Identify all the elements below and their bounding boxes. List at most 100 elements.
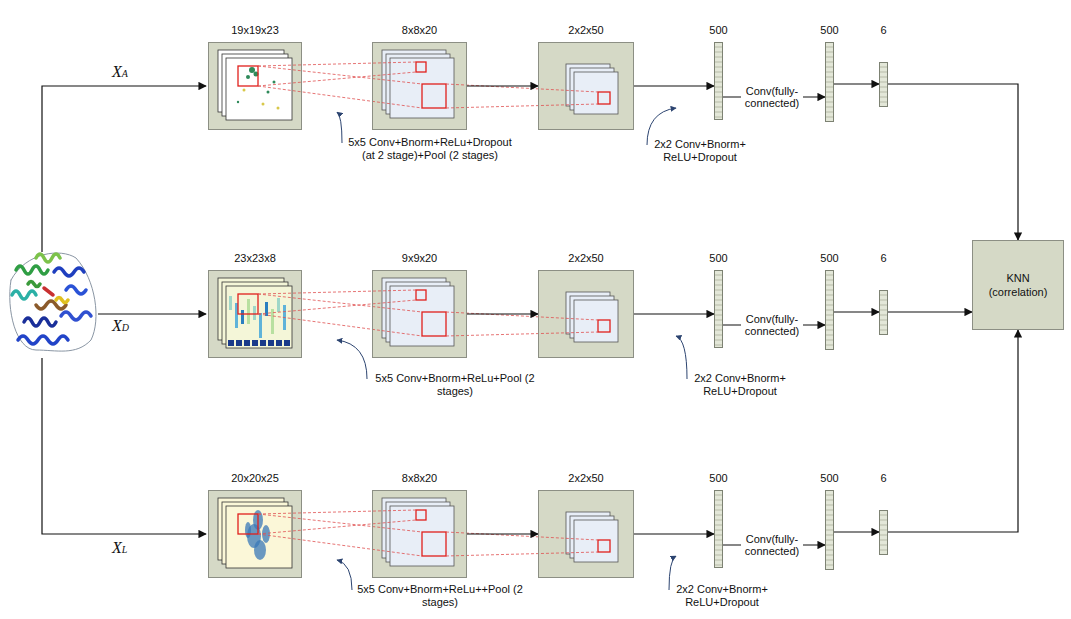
- projection-line: [258, 300, 416, 314]
- feature-map-drawing: [372, 270, 467, 358]
- dimension-label: 2x2x50: [568, 252, 603, 265]
- layer-annotation: 5x5 Conv+Bnorm+ReLu++Pool (2 stages): [355, 583, 525, 609]
- vector-cell: [714, 515, 723, 516]
- vector-cell: [879, 310, 888, 311]
- vector-cell: [714, 520, 723, 521]
- flow-arrow: [634, 533, 714, 534]
- heatmap-bar: [241, 310, 244, 324]
- vector-cell: [825, 540, 834, 541]
- projection-line: [258, 294, 422, 312]
- panel-fill: [208, 490, 302, 578]
- panel-fill: [372, 270, 467, 358]
- flow-arrow: [634, 313, 714, 314]
- vector-cell: [879, 315, 888, 316]
- feature-vector-drawing: [825, 270, 834, 350]
- vector-cell: [825, 62, 834, 63]
- feature-vector-drawing: [714, 270, 723, 348]
- projection-line: [446, 104, 598, 108]
- projection-line: [258, 290, 416, 294]
- receptive-field: [238, 294, 258, 314]
- vector-cell: [714, 77, 723, 78]
- vector-cell: [879, 545, 888, 546]
- edge-label: Conv(fully- connected): [741, 84, 803, 110]
- input-arrows: [98, 313, 206, 314]
- heatmap-bar: [229, 296, 232, 310]
- heatmap-strip: [236, 340, 242, 346]
- flow-arrow: [888, 84, 1018, 240]
- vector-cell: [825, 117, 834, 118]
- vector-cell: [825, 320, 834, 321]
- vector-cell: [714, 505, 723, 506]
- heatmap-bar: [253, 306, 256, 320]
- feature-vector-drawing: [825, 42, 834, 122]
- vector-cell: [714, 560, 723, 561]
- vector-cell: [714, 295, 723, 296]
- vector-fill: [825, 270, 834, 350]
- feature-map-drawing: [538, 490, 634, 578]
- map-dot: [273, 81, 276, 84]
- dimension-label: 9x9x20: [402, 252, 437, 265]
- vector-cell: [879, 67, 888, 68]
- vector-cell: [879, 300, 888, 301]
- vector-cell: [879, 535, 888, 536]
- projection-line: [258, 66, 422, 84]
- feature-map-drawing: [538, 270, 634, 358]
- vector-cell: [825, 112, 834, 113]
- vector-cell: [714, 285, 723, 286]
- protein-structure: [66, 286, 86, 294]
- receptive-field: [422, 532, 446, 556]
- vector-cell: [714, 500, 723, 501]
- layer-annotation: 2x2 Conv+Bnorm+ ReLU+Dropout: [672, 583, 772, 609]
- receptive-field: [416, 290, 426, 300]
- output-vector: 6: [879, 510, 888, 555]
- vector-cell: [714, 565, 723, 566]
- protein-structure: [10, 253, 96, 351]
- vector-cell: [879, 87, 888, 88]
- vector-cell: [825, 92, 834, 93]
- protein-structure: [16, 266, 48, 274]
- map-page: [574, 72, 618, 114]
- vector-cell: [714, 310, 723, 311]
- feature-map: 2x2x50: [538, 270, 634, 358]
- layer-annotation: 5x5 Conv+Bnorm+ReLu+Dropout (at 2 stage)…: [345, 136, 515, 162]
- vector-cell: [714, 72, 723, 73]
- vector-cell: [714, 535, 723, 536]
- feature-map-drawing: [372, 42, 467, 130]
- vector-cell: [879, 72, 888, 73]
- dimension-label: 8x8x20: [402, 24, 437, 37]
- vector-cell: [825, 67, 834, 68]
- vector-cell: [825, 515, 834, 516]
- vector-cell: [714, 67, 723, 68]
- vector-cell: [825, 87, 834, 88]
- input-arrows: [42, 358, 206, 534]
- vector-cell: [825, 57, 834, 58]
- vector-cell: [825, 107, 834, 108]
- vector-fill: [879, 510, 888, 555]
- feature-map: 2x2x50: [538, 490, 634, 578]
- vector-cell: [714, 290, 723, 291]
- vector-cell: [825, 72, 834, 73]
- vector-cell: [825, 97, 834, 98]
- vector-cell: [825, 295, 834, 296]
- projection-line: [258, 314, 422, 336]
- flow-arrow: [888, 311, 972, 312]
- heatmap-strip: [228, 340, 234, 346]
- flow-arrow: [723, 324, 825, 325]
- flow-arrow: [834, 531, 879, 532]
- edge-label: Conv(fully- connected): [741, 312, 803, 338]
- callout-arrow: [676, 336, 687, 379]
- vector-cell: [714, 275, 723, 276]
- layer-annotation: 2x2 Conv+Bnorm+ ReLU+Dropout: [690, 372, 790, 398]
- map-dot: [237, 101, 239, 103]
- dimension-label: 8x8x20: [402, 472, 437, 485]
- vector-cell: [879, 525, 888, 526]
- feature-vector: 500: [714, 270, 723, 348]
- vector-fill: [825, 42, 834, 122]
- map-page: [226, 286, 292, 348]
- vector-cell: [714, 495, 723, 496]
- vector-cell: [714, 300, 723, 301]
- vector-cell: [879, 325, 888, 326]
- vector-cell: [714, 305, 723, 306]
